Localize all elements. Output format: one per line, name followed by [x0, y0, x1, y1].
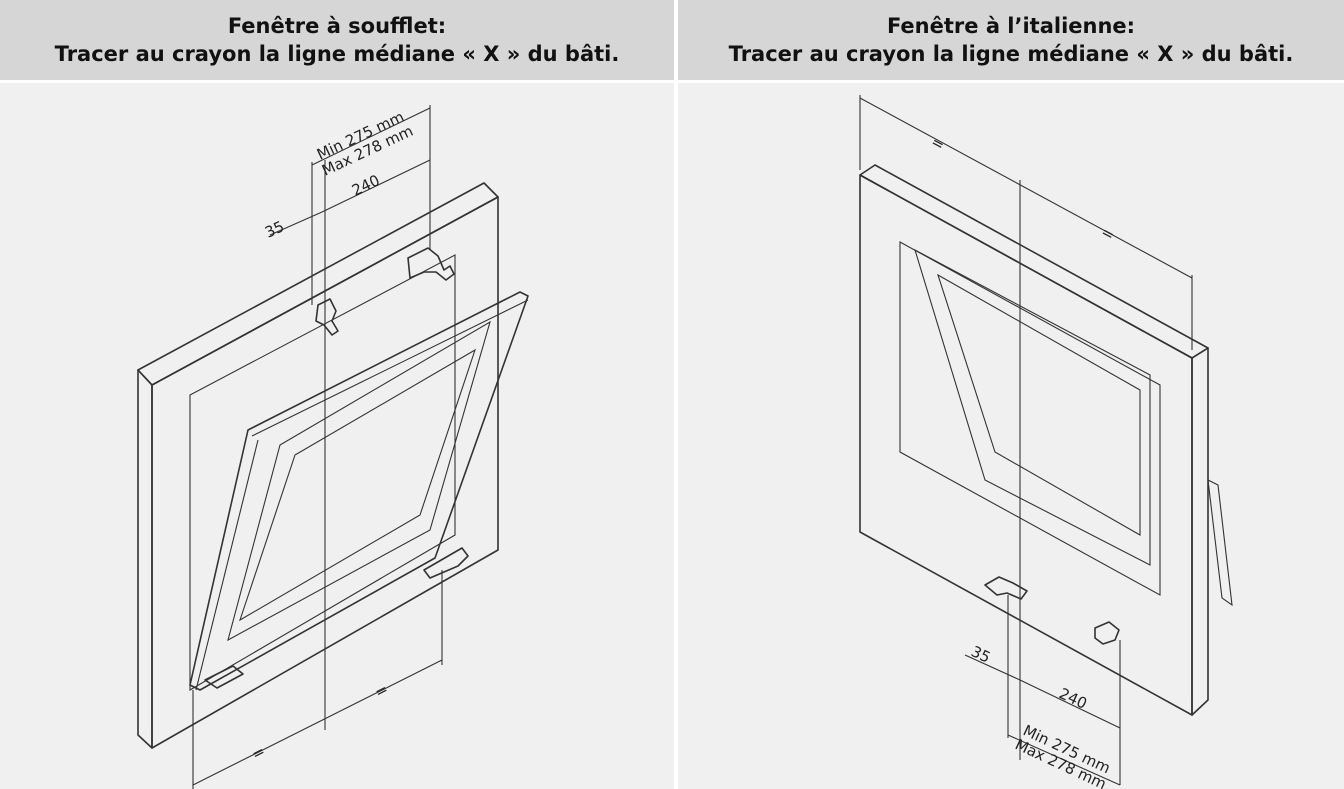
panel-instruction: Tracer au crayon la ligne médiane « X » … [54, 42, 620, 66]
frame-side [1191, 347, 1209, 716]
top-hung-window-diagram: = = 35 240 Min 275 mm Max 278 mm [859, 95, 1233, 789]
top-hinge-left [315, 298, 339, 336]
bottom-hinge-left [984, 576, 1028, 600]
dim-spacing-label: 240 [1056, 684, 1090, 712]
bottom-hinge-right [1094, 621, 1120, 645]
bottom-hinge-left [204, 665, 244, 689]
sash-glass [937, 273, 1141, 536]
dim-line-min-max [311, 107, 431, 166]
sash-glass [239, 348, 476, 622]
dim-line-240 [1019, 679, 1121, 729]
top-hinge-right [407, 247, 455, 281]
dim-equal-label: = [1098, 223, 1118, 245]
dim-spacing-label: 240 [349, 171, 383, 199]
panel-instruction: Tracer au crayon la ligne médiane « X » … [728, 42, 1294, 66]
dim-offset-label: 35 [968, 642, 993, 666]
sash-edge [195, 439, 259, 691]
panel-bottom-hung-window: Fenêtre à soufflet: Tracer au crayon la … [0, 0, 674, 789]
frame-inner-opening [899, 241, 1161, 596]
frame-body [151, 196, 499, 749]
sash-open-edge [1207, 479, 1233, 607]
panel-title: Fenêtre à soufflet: [227, 14, 447, 38]
panel-title: Fenêtre à l’italienne: [886, 14, 1136, 38]
sash-inner [227, 320, 491, 642]
dim-line-240 [321, 159, 431, 213]
dim-equal-label: = [249, 742, 268, 764]
bottom-hinge-right [423, 547, 469, 579]
dim-equal-label: = [372, 680, 391, 702]
frame-inner-opening [189, 254, 456, 691]
panel-top-hung-window: Fenêtre à l’italienne: Tracer au crayon … [678, 0, 1344, 789]
dim-line-bottom [192, 659, 443, 786]
bottom-hung-window-diagram: Min 275 mm Max 278 mm 240 35 = = [137, 105, 529, 789]
sash-edge [251, 299, 529, 437]
frame-body [859, 174, 1193, 716]
dim-line-35 [964, 654, 1021, 681]
dim-line-min-max [1007, 734, 1121, 786]
sash-outer [914, 248, 1151, 566]
panel-header: Fenêtre à soufflet: Tracer au crayon la … [0, 0, 674, 83]
dim-offset-label: 35 [262, 217, 287, 241]
panel-header: Fenêtre à l’italienne: Tracer au crayon … [678, 0, 1344, 83]
dim-line-35 [269, 211, 323, 236]
frame-outline [137, 369, 153, 749]
dim-line-top [859, 97, 1193, 279]
sash-outer [189, 291, 529, 691]
